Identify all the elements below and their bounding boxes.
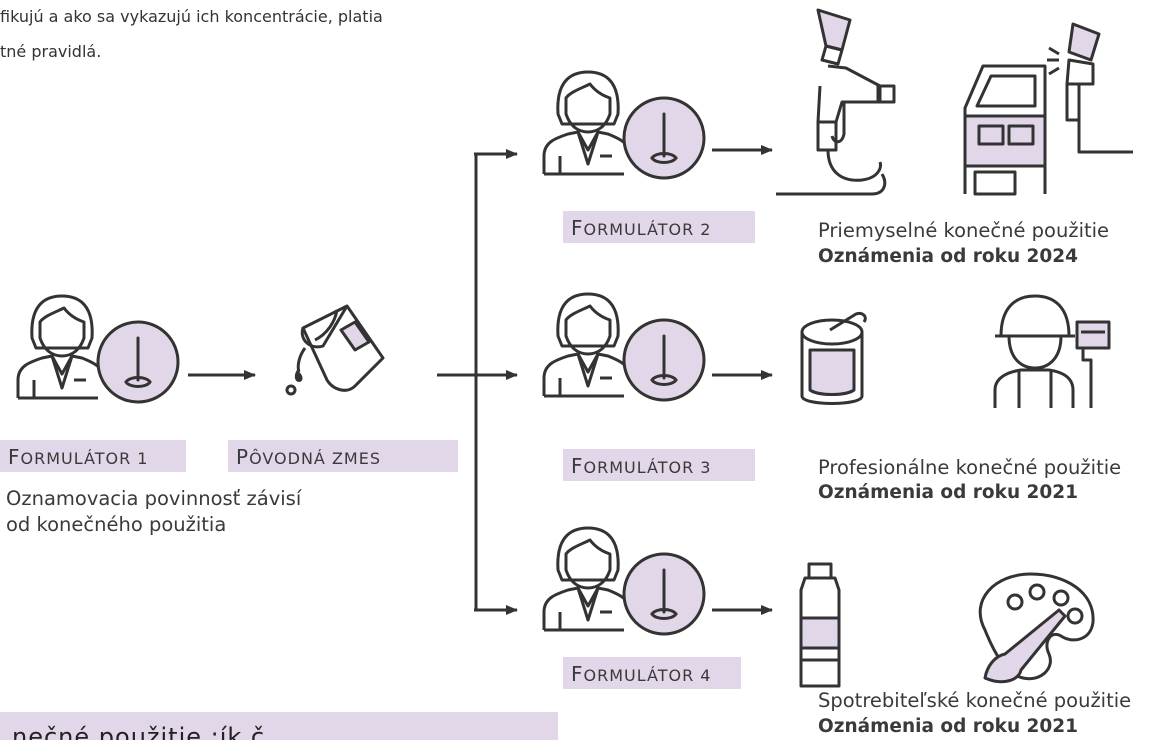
formulator-person-icon [540,524,712,640]
formulator-person-icon [14,292,186,408]
original-mixture-label: PÔVODNÁ ZMES [228,440,458,472]
formulator-2-label: FORMULÁTOR 2 [563,211,755,243]
bottom-section-heading: nečné použitie ;ík č [0,712,558,740]
intro-text-line-2: tné pravidlá. [0,42,102,61]
industrial-use-notice: Oznámenia od roku 2024 [818,246,1079,267]
formulator-3-label: FORMULÁTOR 3 [563,449,755,481]
formulator-1-description-line-2: od konečného použitia [6,513,227,536]
car-spray-icon [955,20,1135,200]
consumer-use-title: Spotrebiteľské konečné použitie [818,689,1132,712]
professional-use-notice: Oznámenia od roku 2021 [818,482,1079,503]
formulator-person-icon [540,290,712,406]
professional-use-title: Profesionálne konečné použitie [818,456,1122,479]
palette-brush-icon [965,570,1105,690]
paint-tube-icon [795,560,845,690]
formulator-4-label: FORMULÁTOR 4 [563,657,741,689]
consumer-use-notice: Oznámenia od roku 2021 [818,716,1079,737]
formulator-1-label: FORMULÁTOR 1 [0,440,186,472]
formulator-person-icon [540,68,712,184]
bottom-heading-text: nečné použitie ;ík č [12,723,266,740]
industrial-use-title: Priemyselné konečné použitie [818,219,1110,242]
spray-gun-icon [772,4,904,196]
intro-text-line-1: fikujú a ako sa vykazujú ich koncentráci… [0,7,383,26]
paint-bucket-icon [275,300,395,400]
painter-worker-icon [985,292,1115,412]
formulator-1-description-line-1: Oznamovacia povinnosť závisí [6,487,302,510]
paint-can-icon [790,310,880,410]
